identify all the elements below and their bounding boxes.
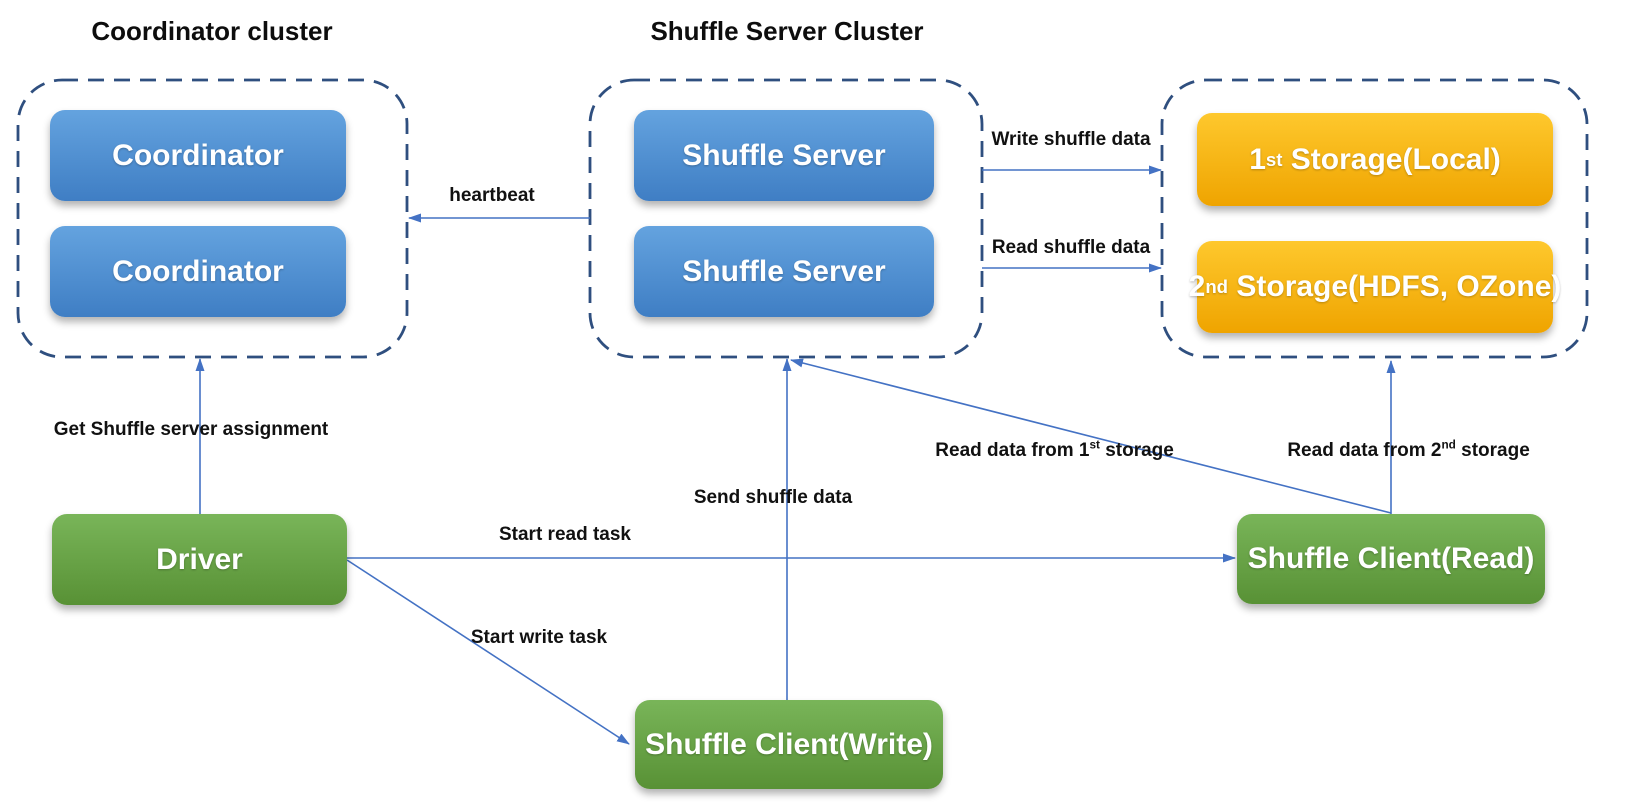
read-2nd-ordinal-suffix: nd bbox=[1441, 438, 1456, 452]
write-shuffle-data-label: Write shuffle data bbox=[991, 129, 1151, 150]
node-shuffle-client-write: Shuffle Client(Write) bbox=[635, 700, 943, 789]
get-shuffle-server-assignment-label: Get Shuffle server assignment bbox=[53, 419, 329, 440]
start-write-task-arrow bbox=[346, 559, 630, 745]
read-data-from-2nd-storage-label: Read data from 2nd storage bbox=[1266, 418, 1530, 484]
storage-1-number: 1 bbox=[1249, 142, 1266, 176]
node-shuffle-server-1: Shuffle Server bbox=[634, 110, 934, 201]
node-coordinator-1: Coordinator bbox=[50, 110, 346, 201]
send-shuffle-data-label: Send shuffle data bbox=[693, 487, 853, 508]
node-shuffle-client-read: Shuffle Client(Read) bbox=[1237, 514, 1545, 604]
read-1st-label-rest: storage bbox=[1099, 440, 1174, 461]
node-coordinator-2: Coordinator bbox=[50, 226, 346, 317]
storage-1-label: Storage(Local) bbox=[1282, 142, 1501, 176]
coordinator-cluster-title: Coordinator cluster bbox=[91, 16, 333, 46]
read-2nd-label-pre: Read data from 2 bbox=[1287, 440, 1442, 461]
read-2nd-label-rest: storage bbox=[1455, 440, 1530, 461]
read-data-from-1st-storage-label: Read data from 1st storage bbox=[914, 418, 1174, 484]
shuffle-server-cluster-title: Shuffle Server Cluster bbox=[650, 16, 924, 46]
read-1st-ordinal-suffix: st bbox=[1089, 438, 1100, 452]
read-shuffle-data-label: Read shuffle data bbox=[991, 237, 1151, 258]
start-read-task-label: Start read task bbox=[498, 524, 632, 545]
heartbeat-label: heartbeat bbox=[449, 185, 535, 206]
coordinator-cluster-boundary bbox=[16, 78, 409, 359]
read-1st-label-pre: Read data from 1 bbox=[935, 440, 1090, 461]
start-write-task-label: Start write task bbox=[470, 627, 608, 648]
read-from-1st-storage-arrow bbox=[790, 358, 1392, 514]
storage-2-number: 2 bbox=[1188, 270, 1206, 303]
node-shuffle-server-2: Shuffle Server bbox=[634, 226, 934, 317]
storage-cluster-boundary bbox=[1160, 78, 1589, 359]
node-driver: Driver bbox=[52, 514, 347, 605]
storage-2-label: Storage(HDFS, OZone) bbox=[1228, 270, 1562, 303]
